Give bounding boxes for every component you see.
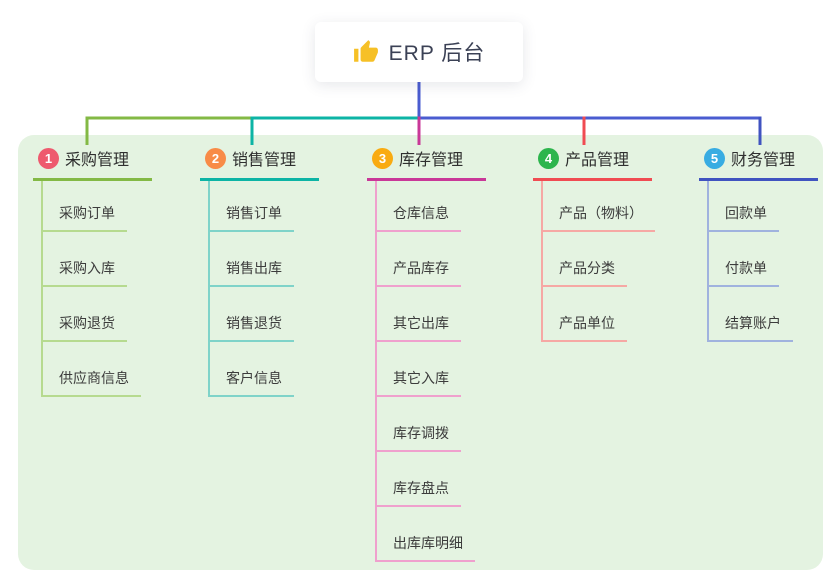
branch-number-badge: 2 [205, 147, 226, 169]
branch-header[interactable]: 4 产品管理 [533, 146, 652, 181]
child-label: 库存盘点 [393, 480, 449, 496]
child-node[interactable]: 库存盘点 [377, 452, 461, 507]
branch-number-badge: 4 [538, 147, 559, 169]
branch-header[interactable]: 2 销售管理 [200, 146, 319, 181]
child-label: 结算账户 [725, 315, 781, 331]
child-label: 产品库存 [393, 260, 449, 276]
branch: 3 库存管理 仓库信息 产品库存 其它出库 其它入库 库存调拨 库存盘点 出库库… [367, 146, 486, 562]
child-node[interactable]: 采购订单 [43, 181, 127, 232]
background-panel [18, 135, 823, 570]
branch-label: 产品管理 [565, 152, 630, 169]
branch-label: 销售管理 [232, 152, 297, 169]
branch-children: 回款单 付款单 结算账户 [707, 181, 818, 342]
child-node[interactable]: 产品库存 [377, 232, 461, 287]
child-label: 采购退货 [59, 315, 115, 331]
child-node[interactable]: 供应商信息 [43, 342, 141, 397]
child-label: 销售退货 [226, 315, 282, 331]
child-node[interactable]: 仓库信息 [377, 181, 461, 232]
branch-number-badge: 3 [372, 147, 393, 169]
child-label: 其它入库 [393, 370, 449, 386]
child-node[interactable]: 客户信息 [210, 342, 294, 397]
child-node[interactable]: 产品分类 [543, 232, 627, 287]
branch-label: 采购管理 [65, 152, 130, 169]
child-label: 产品（物料） [559, 205, 643, 221]
branch-header[interactable]: 3 库存管理 [367, 146, 486, 181]
child-label: 产品分类 [559, 260, 615, 276]
child-node[interactable]: 采购退货 [43, 287, 127, 342]
child-label: 供应商信息 [59, 370, 129, 386]
branch-children: 仓库信息 产品库存 其它出库 其它入库 库存调拨 库存盘点 出库库明细 [375, 181, 486, 562]
child-label: 销售出库 [226, 260, 282, 276]
child-node[interactable]: 采购入库 [43, 232, 127, 287]
branch-header[interactable]: 5 财务管理 [699, 146, 818, 181]
child-node[interactable]: 销售订单 [210, 181, 294, 232]
child-label: 客户信息 [226, 370, 282, 386]
child-label: 销售订单 [226, 205, 282, 221]
branch-children: 产品（物料） 产品分类 产品单位 [541, 181, 655, 342]
child-node[interactable]: 其它出库 [377, 287, 461, 342]
child-label: 付款单 [725, 260, 767, 276]
branch-children: 销售订单 销售出库 销售退货 客户信息 [208, 181, 319, 397]
child-label: 其它出库 [393, 315, 449, 331]
child-node[interactable]: 产品单位 [543, 287, 627, 342]
child-label: 采购入库 [59, 260, 115, 276]
branch-children: 采购订单 采购入库 采购退货 供应商信息 [41, 181, 152, 397]
child-label: 产品单位 [559, 315, 615, 331]
child-node[interactable]: 产品（物料） [543, 181, 655, 232]
branch-label: 库存管理 [399, 152, 464, 169]
child-node[interactable]: 其它入库 [377, 342, 461, 397]
child-node[interactable]: 库存调拨 [377, 397, 461, 452]
branch: 2 销售管理 销售订单 销售出库 销售退货 客户信息 [200, 146, 319, 397]
root-node[interactable]: ERP 后台 [315, 22, 523, 82]
branch: 4 产品管理 产品（物料） 产品分类 产品单位 [533, 146, 655, 342]
branch-number-badge: 5 [704, 147, 725, 169]
child-label: 出库库明细 [393, 535, 463, 551]
child-label: 仓库信息 [393, 205, 449, 221]
branch: 1 采购管理 采购订单 采购入库 采购退货 供应商信息 [33, 146, 152, 397]
child-label: 库存调拨 [393, 425, 449, 441]
branch-label: 财务管理 [731, 152, 796, 169]
root-label: ERP 后台 [388, 42, 486, 65]
child-label: 采购订单 [59, 205, 115, 221]
thumbs-up-icon [353, 39, 379, 65]
child-node[interactable]: 付款单 [709, 232, 779, 287]
branch: 5 财务管理 回款单 付款单 结算账户 [699, 146, 818, 342]
child-node[interactable]: 出库库明细 [377, 507, 475, 562]
child-node[interactable]: 销售出库 [210, 232, 294, 287]
branch-number-badge: 1 [38, 147, 59, 169]
child-node[interactable]: 销售退货 [210, 287, 294, 342]
child-node[interactable]: 回款单 [709, 181, 779, 232]
child-node[interactable]: 结算账户 [709, 287, 793, 342]
child-label: 回款单 [725, 205, 767, 221]
branch-header[interactable]: 1 采购管理 [33, 146, 152, 181]
